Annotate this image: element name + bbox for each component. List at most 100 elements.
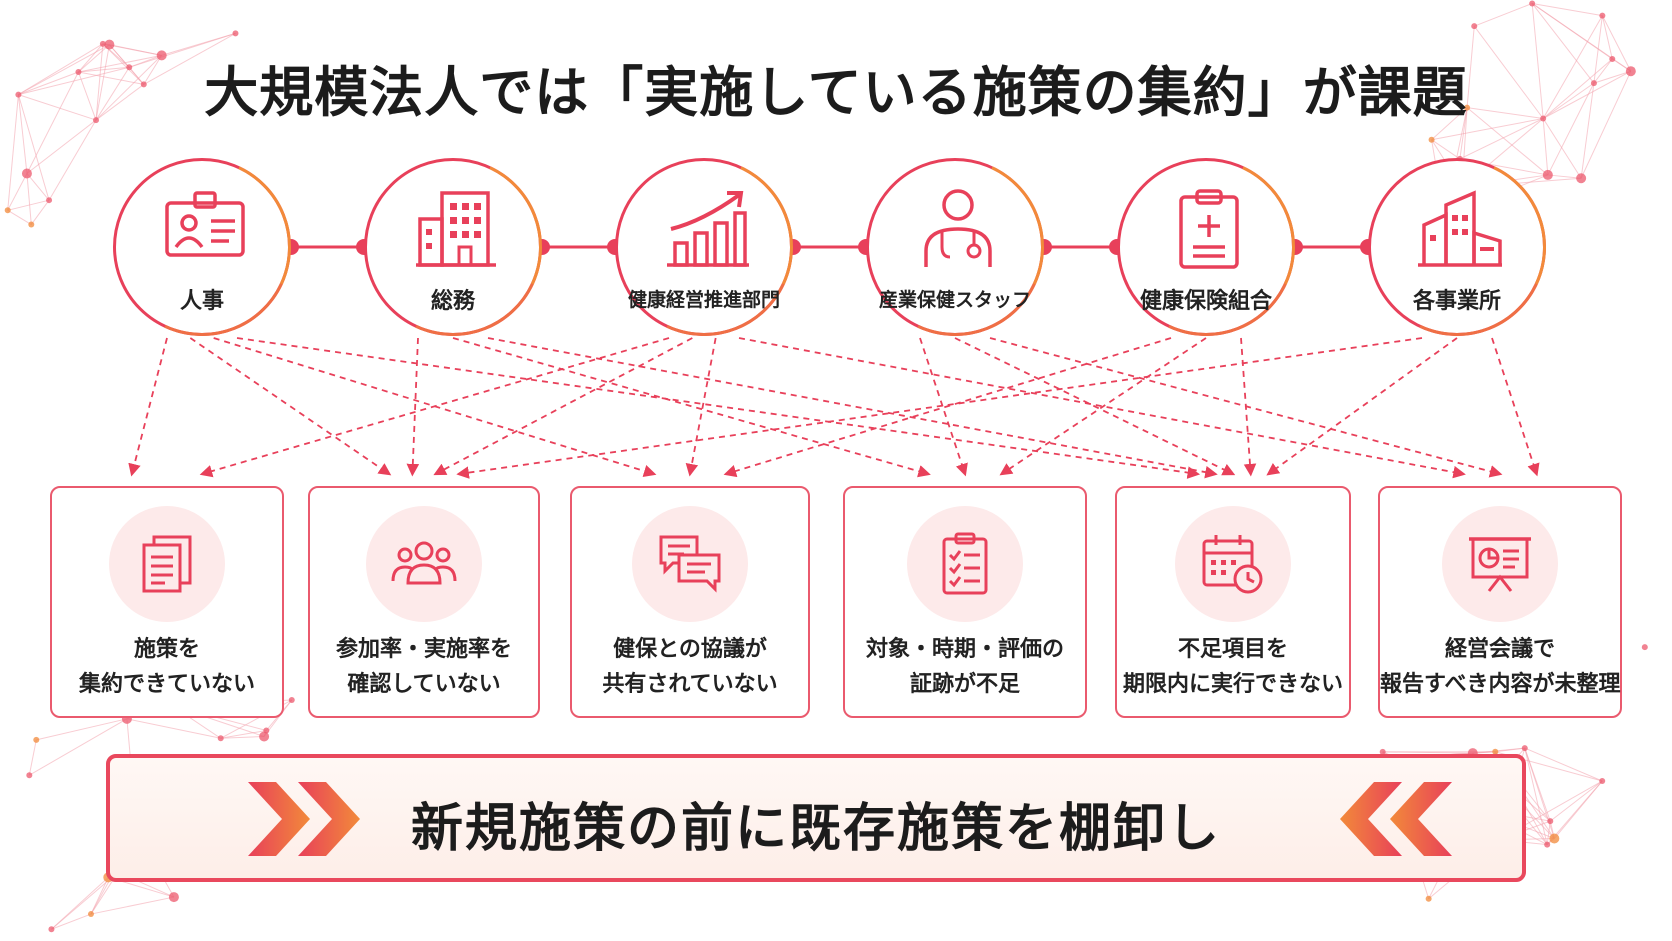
network-line bbox=[1431, 139, 1461, 160]
network-line bbox=[7, 209, 32, 225]
network-node bbox=[75, 69, 82, 76]
issue-card-deadline: 不足項目を 期限内に実行できない bbox=[1115, 486, 1351, 718]
network-line bbox=[109, 44, 145, 85]
facility-buildings-icon bbox=[1418, 190, 1502, 267]
issue-text-line1: 不足項目を bbox=[1177, 637, 1288, 662]
medical-clipboard-icon bbox=[1179, 189, 1239, 269]
department-label: 総務 bbox=[430, 289, 475, 314]
network-line bbox=[1524, 747, 1603, 782]
network-line bbox=[1474, 2, 1533, 27]
network-node bbox=[232, 30, 239, 37]
relation-arrow bbox=[1240, 337, 1257, 477]
network-node bbox=[1609, 55, 1616, 62]
network-node bbox=[1425, 895, 1432, 902]
issue-text-line1: 参加率・実施率を bbox=[335, 637, 512, 662]
department-node-business-sites: 各事業所 bbox=[1342, 132, 1572, 362]
network-line bbox=[126, 718, 221, 739]
issue-text-line1: 経営会議で bbox=[1444, 637, 1555, 662]
network-line bbox=[129, 54, 162, 68]
network-line bbox=[17, 94, 50, 201]
network-node bbox=[1599, 778, 1606, 785]
relation-arrow bbox=[738, 337, 1466, 479]
relation-arrow bbox=[999, 337, 1207, 476]
network-line bbox=[1542, 70, 1632, 119]
network-node bbox=[33, 736, 40, 743]
network-node bbox=[104, 39, 115, 50]
double-chevron-left-icon bbox=[1340, 782, 1452, 856]
double-chevron-right-icon bbox=[248, 782, 360, 856]
network-node bbox=[1464, 104, 1471, 111]
network-line bbox=[1549, 780, 1603, 822]
network-line bbox=[1546, 821, 1551, 845]
network-node bbox=[140, 81, 147, 88]
issue-text-line2: 共有されていない bbox=[602, 672, 778, 697]
id-card-icon bbox=[165, 191, 245, 257]
network-line bbox=[1542, 118, 1582, 179]
network-line bbox=[26, 173, 32, 225]
network-line bbox=[7, 94, 19, 211]
network-node bbox=[1529, 0, 1536, 7]
network-node bbox=[156, 50, 167, 61]
network-line bbox=[1542, 58, 1613, 119]
issue-text-line2: 集約できていない bbox=[78, 672, 255, 697]
doctor-stethoscope-icon bbox=[924, 189, 992, 267]
network-line bbox=[17, 94, 28, 174]
network-line bbox=[220, 729, 267, 739]
network-line bbox=[78, 54, 162, 73]
department-node-health-insurance: 健康保険組合 bbox=[1091, 132, 1321, 362]
network-line bbox=[95, 84, 145, 121]
network-line bbox=[7, 173, 28, 211]
network-line bbox=[95, 67, 130, 121]
network-node bbox=[1599, 12, 1606, 19]
relation-arrow bbox=[685, 337, 717, 477]
issue-text-line1: 施策を bbox=[133, 637, 200, 662]
issue-card-participation-rate: 参加率・実施率を 確認していない bbox=[308, 486, 540, 718]
people-group-icon bbox=[391, 541, 457, 585]
network-line bbox=[1593, 58, 1613, 84]
issue-text-line2: 証跡が不足 bbox=[909, 672, 1020, 697]
relation-arrow bbox=[189, 337, 392, 476]
conclusion-text: 新規施策の前に既存施策を棚卸し bbox=[410, 799, 1221, 859]
network-line bbox=[48, 119, 97, 201]
department-node-hr: 人事 bbox=[87, 132, 317, 362]
network-line bbox=[1524, 747, 1551, 822]
department-label: 産業保健スタッフ bbox=[878, 289, 1031, 311]
network-line bbox=[1547, 82, 1595, 176]
network-line bbox=[1431, 107, 1468, 141]
relation-arrow bbox=[433, 337, 693, 476]
network-node bbox=[288, 697, 295, 704]
relation-arrow bbox=[954, 337, 1236, 476]
network-node bbox=[99, 40, 106, 47]
network-line bbox=[1466, 26, 1475, 108]
network-line bbox=[1580, 83, 1595, 179]
network-line bbox=[220, 736, 265, 739]
network-node bbox=[259, 731, 270, 742]
network-line bbox=[95, 44, 110, 121]
network-line bbox=[78, 71, 144, 85]
issue-card-report-unorganized: 経営会議で 報告すべき内容が未整理 bbox=[1378, 486, 1622, 718]
department-node-health-management: 健康経営推進部門 bbox=[589, 132, 819, 362]
network-line bbox=[28, 739, 37, 776]
page-title: 大規模法人では「実施している施策の集約」が課題 bbox=[204, 61, 1468, 124]
issue-text-line1: 対象・時期・評価の bbox=[865, 637, 1064, 662]
issue-card-not-consolidated: 施策を 集約できていない bbox=[50, 486, 284, 718]
department-node-general-affairs: 総務 bbox=[338, 132, 568, 362]
network-node bbox=[1590, 80, 1597, 87]
network-line bbox=[1547, 174, 1582, 179]
network-line bbox=[95, 43, 104, 121]
network-line bbox=[1580, 71, 1632, 179]
network-line bbox=[78, 44, 110, 73]
chat-bubbles-icon bbox=[659, 535, 721, 593]
network-line bbox=[77, 71, 97, 121]
documents-icon bbox=[142, 535, 192, 593]
network-line bbox=[1524, 747, 1548, 845]
issue-text-line2: 期限内に実行できない bbox=[1122, 672, 1343, 697]
network-node bbox=[1547, 818, 1554, 825]
network-node bbox=[1576, 173, 1587, 184]
network-line bbox=[78, 66, 130, 73]
network-node bbox=[46, 197, 53, 204]
network-line bbox=[26, 173, 50, 201]
checklist-icon bbox=[942, 532, 988, 595]
